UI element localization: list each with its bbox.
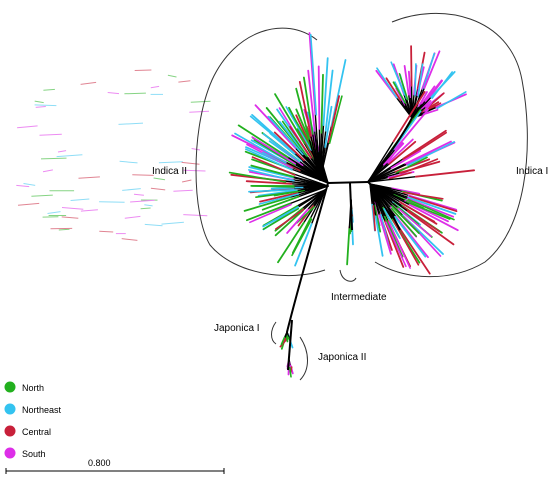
- ghost-stroke: [35, 101, 44, 103]
- scale-bar-label: 0.800: [88, 458, 111, 468]
- indica-2-branch-tip: [253, 186, 295, 187]
- ghost-stroke: [71, 199, 90, 201]
- ghost-stroke: [40, 134, 62, 135]
- legend-swatch-north: [5, 382, 16, 393]
- legend-item-north: North: [5, 382, 45, 394]
- ghost-stroke: [36, 107, 46, 108]
- ghost-stroke: [159, 162, 183, 163]
- ghost-stroke: [48, 212, 61, 214]
- legend-label-northeast: Northeast: [22, 405, 62, 415]
- ghost-artifact: [16, 70, 210, 240]
- indica-1-branch-tip: [411, 46, 412, 86]
- scale-bar: 0.800: [6, 458, 224, 474]
- ghost-stroke: [168, 75, 177, 77]
- label-indica-2: Indica II: [152, 166, 187, 177]
- ghost-stroke: [81, 210, 98, 211]
- ghost-stroke: [151, 86, 159, 87]
- ghost-stroke: [182, 180, 191, 182]
- ghost-stroke: [62, 208, 83, 210]
- ghost-stroke: [99, 231, 113, 232]
- ghost-stroke: [79, 177, 100, 178]
- ghost-stroke: [162, 222, 184, 224]
- ghost-stroke: [135, 70, 152, 71]
- ghost-stroke: [43, 89, 55, 90]
- japonica-1-bracket: [272, 322, 277, 344]
- legend-swatch-south: [5, 448, 16, 459]
- label-japonica-2: Japonica II: [318, 352, 366, 363]
- ghost-stroke: [141, 208, 151, 209]
- ghost-stroke: [191, 101, 211, 102]
- ghost-stroke: [16, 185, 29, 186]
- legend: North Northeast Central South: [5, 382, 62, 460]
- label-indica-1: Indica I: [516, 166, 548, 177]
- ghost-stroke: [108, 93, 119, 94]
- ghost-stroke: [31, 195, 52, 196]
- ghost-stroke: [178, 81, 190, 82]
- ghost-stroke: [41, 158, 67, 159]
- ghost-stroke: [154, 178, 165, 180]
- ghost-stroke: [130, 200, 155, 202]
- ghost-stroke: [151, 188, 165, 190]
- ghost-stroke: [122, 239, 138, 241]
- label-japonica-1: Japonica I: [214, 323, 260, 334]
- legend-swatch-northeast: [5, 404, 16, 415]
- indica-2-branch-tip: [319, 66, 320, 128]
- ghost-stroke: [122, 189, 141, 191]
- indica-1-branch-tip: [415, 64, 416, 96]
- ghost-stroke: [189, 111, 209, 112]
- ghost-stroke: [43, 170, 53, 172]
- ghost-stroke: [59, 229, 70, 230]
- ghost-stroke: [18, 203, 39, 205]
- ghost-stroke: [183, 215, 207, 216]
- label-intermediate: Intermediate: [331, 292, 387, 303]
- ghost-stroke: [57, 155, 83, 157]
- legend-label-south: South: [22, 449, 46, 459]
- indica-1-branch-tip: [424, 51, 439, 88]
- indica-2-branch-tip: [332, 60, 346, 126]
- legend-item-south: South: [5, 448, 46, 460]
- ghost-stroke: [120, 161, 138, 163]
- ghost-stroke: [81, 82, 97, 84]
- indica-1-branch-tip: [416, 170, 474, 176]
- ghost-stroke: [182, 162, 200, 164]
- ghost-stroke: [192, 149, 200, 151]
- legend-swatch-central: [5, 426, 16, 437]
- intermediate-branch-tip: [347, 229, 349, 264]
- ghost-stroke: [124, 93, 145, 94]
- ghost-stroke: [145, 224, 163, 225]
- legend-label-central: Central: [22, 427, 51, 437]
- japonica-2-bracket: [300, 337, 308, 380]
- ghost-stroke: [35, 105, 57, 106]
- ghost-stroke: [173, 190, 192, 191]
- ghost-stroke: [119, 123, 144, 124]
- ghost-stroke: [62, 217, 79, 218]
- ghost-stroke: [144, 205, 152, 206]
- ghost-stroke: [24, 184, 36, 186]
- trunk-cross: [328, 182, 368, 183]
- ghost-stroke: [99, 202, 125, 203]
- ghost-stroke: [17, 126, 37, 128]
- legend-item-central: Central: [5, 426, 52, 438]
- ghost-stroke: [132, 175, 153, 176]
- indica-1-branch-tip: [423, 54, 434, 90]
- legend-label-north: North: [22, 383, 44, 393]
- intermediate-bracket: [340, 270, 356, 281]
- ghost-stroke: [58, 151, 66, 152]
- legend-item-northeast: Northeast: [5, 404, 62, 416]
- ghost-stroke: [125, 216, 141, 218]
- ghost-stroke: [134, 194, 144, 195]
